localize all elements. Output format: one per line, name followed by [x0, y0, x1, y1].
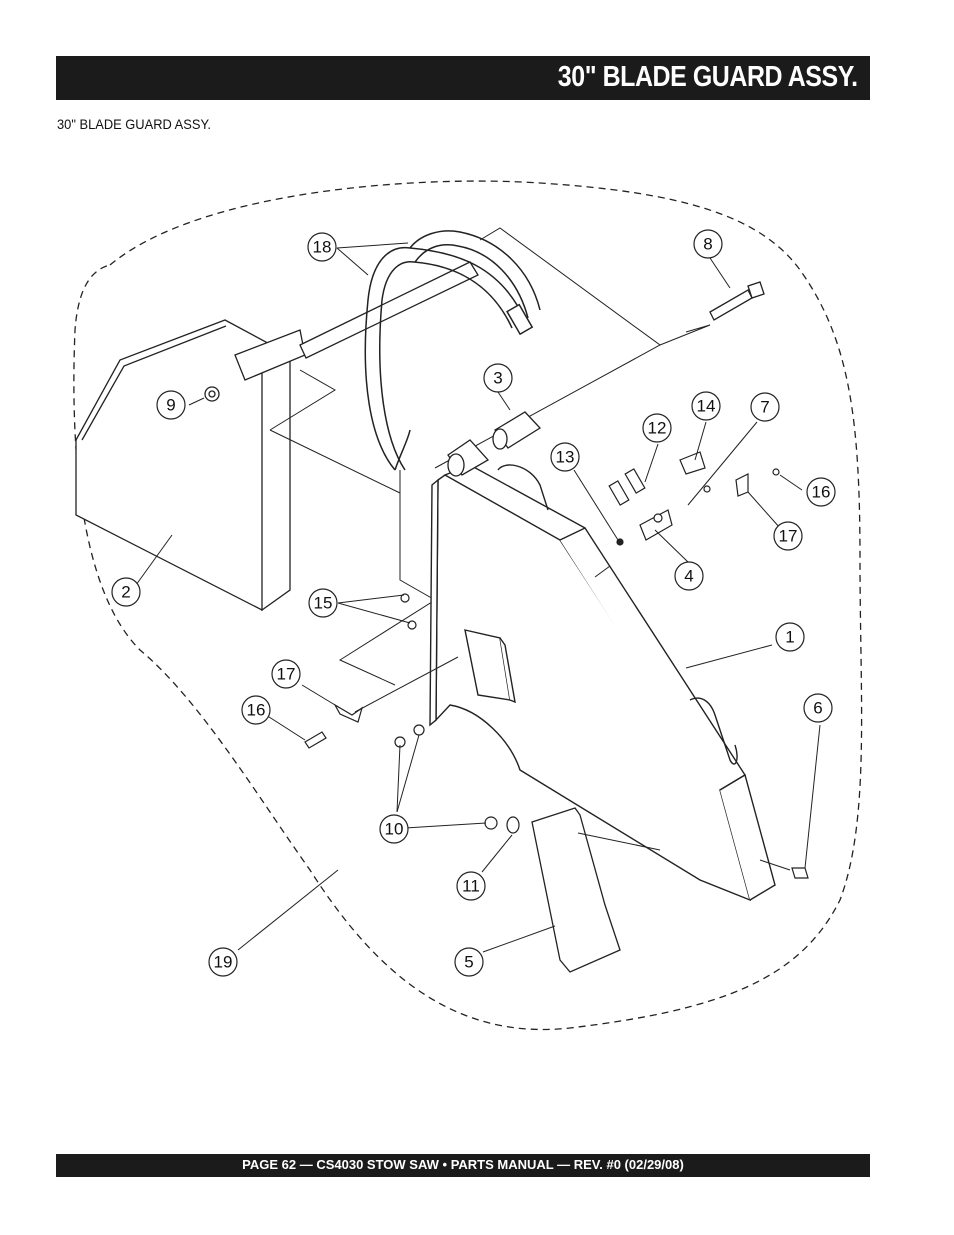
- callout-1-label: 1: [785, 628, 794, 647]
- callout-1: [775, 622, 805, 652]
- spacer-tubes: [447, 411, 542, 477]
- callout-5: [454, 947, 484, 977]
- callout-17a: [271, 659, 301, 689]
- callout-4-label: 4: [684, 567, 693, 586]
- callout-7: [750, 392, 780, 422]
- callout-18-label: 18: [313, 238, 332, 257]
- callout-2: [111, 577, 141, 607]
- callout-3-label: 3: [493, 369, 502, 388]
- callout-19: [208, 947, 238, 977]
- callout-14: [691, 391, 721, 421]
- title-bar: 30" BLADE GUARD ASSY.: [56, 56, 870, 100]
- callout-8-label: 8: [703, 235, 712, 254]
- callout-9-label: 9: [166, 396, 175, 415]
- lock-nuts: [394, 724, 498, 830]
- callout-10: [379, 814, 409, 844]
- callout-9: [156, 390, 186, 420]
- callout-14-label: 14: [697, 397, 716, 416]
- callout-6: [803, 693, 833, 723]
- callout-13: [550, 442, 580, 472]
- long-bolt: [709, 281, 765, 321]
- callout-17a-label: 17: [277, 665, 296, 684]
- footer-text: PAGE 62 — CS4030 STOW SAW • PARTS MANUAL…: [242, 1157, 684, 1172]
- callout-15: [308, 588, 338, 618]
- bolt-6: [791, 867, 809, 879]
- callout-19-label: 19: [214, 953, 233, 972]
- callout-8: [693, 229, 723, 259]
- callout-16b-label: 16: [812, 483, 831, 502]
- fitting-assembly: [608, 451, 780, 546]
- callout-16b: [806, 477, 836, 507]
- assembly-boundary: [73, 180, 863, 1031]
- callout-18: [307, 232, 337, 262]
- leader-lines: [135, 242, 821, 953]
- pivot-shaft: [299, 261, 479, 359]
- callout-15-label: 15: [314, 594, 333, 613]
- section-subtitle: 30" BLADE GUARD ASSY.: [57, 116, 211, 132]
- callout-7-label: 7: [760, 398, 769, 417]
- callout-17b-label: 17: [779, 527, 798, 546]
- blade-guard-body: [429, 464, 776, 902]
- callout-numbers: 1 2 3 4 5 6 7 8 9 10 11 12 13 14 15 16 1…: [121, 235, 830, 972]
- washer: [506, 816, 520, 834]
- callout-2-label: 2: [121, 583, 130, 602]
- callout-6-label: 6: [813, 699, 822, 718]
- callout-5-label: 5: [464, 953, 473, 972]
- callout-12-label: 12: [648, 419, 667, 438]
- callout-10-label: 10: [385, 820, 404, 839]
- callout-11-label: 11: [462, 877, 480, 896]
- callout-11: [456, 871, 486, 901]
- clamp-and-bolt: [304, 593, 417, 749]
- bail-handle: [364, 230, 541, 471]
- callout-3: [483, 363, 513, 393]
- callouts: [111, 229, 836, 977]
- callout-16a: [241, 695, 271, 725]
- nut: [204, 386, 220, 402]
- deflector: [531, 807, 621, 973]
- page-title: 30" BLADE GUARD ASSY.: [558, 61, 858, 93]
- callout-12: [642, 413, 672, 443]
- callout-16a-label: 16: [247, 701, 266, 720]
- guard-cover-plate: [75, 319, 306, 612]
- callout-4: [674, 561, 704, 591]
- callout-17b: [773, 521, 803, 551]
- callout-13-label: 13: [556, 448, 575, 467]
- footer-bar: PAGE 62 — CS4030 STOW SAW • PARTS MANUAL…: [56, 1154, 870, 1177]
